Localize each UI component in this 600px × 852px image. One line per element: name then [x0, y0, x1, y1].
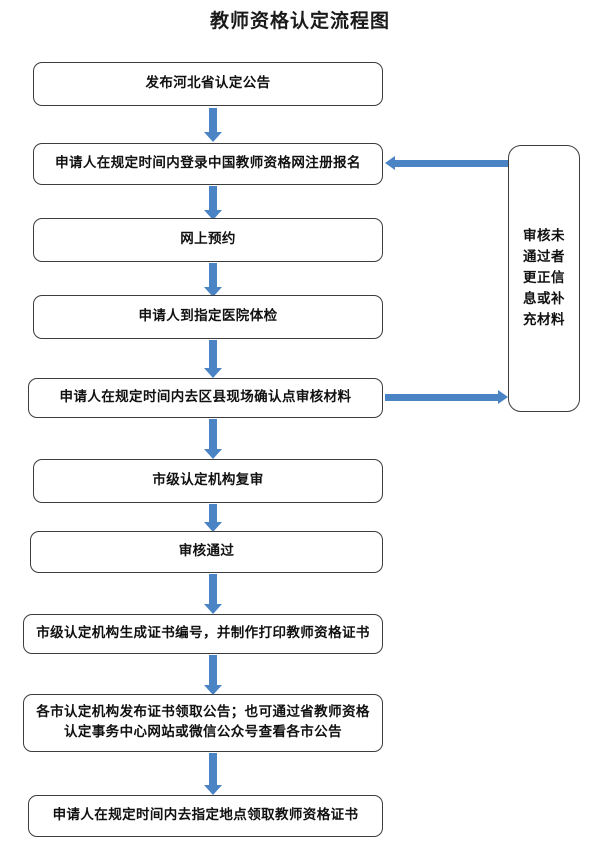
flow-node-label: 申请人到指定医院体检 [138, 308, 278, 325]
flow-node-onsite-material-review[interactable]: 申请人在规定时间内去区县现场确认点审核材料 [28, 378, 383, 418]
arrow-down-n6-n7 [204, 504, 222, 532]
flow-node-label: 各市认定机构发布证书领取公告；也可通过省教师资格 认定事务中心网站或微信公众号查… [36, 704, 370, 740]
flow-node-generate-certificate-number[interactable]: 市级认定机构生成证书编号，并制作打印教师资格证书 [23, 614, 383, 654]
arrow-down-n4-n5 [204, 340, 222, 378]
flow-node-label: 发布河北省认定公告 [145, 75, 271, 92]
flow-node-label: 市级认定机构复审 [152, 472, 264, 489]
flow-node-collect-certificate[interactable]: 申请人在规定时间内去指定地点领取教师资格证书 [28, 795, 383, 837]
flow-node-medical-exam[interactable]: 申请人到指定医院体检 [33, 295, 383, 339]
arrow-down-n3-n4 [204, 263, 222, 297]
flow-node-label: 市级认定机构生成证书编号，并制作打印教师资格证书 [36, 625, 370, 642]
arrow-right-n5-to-side [385, 390, 508, 405]
arrow-down-n5-n6 [204, 419, 222, 459]
flow-node-label: 审核通过 [178, 543, 235, 560]
flow-node-review-failed-correction[interactable]: 审核未通过者更正信息或补充材料 [508, 145, 580, 412]
arrow-down-n1-n2 [204, 108, 222, 142]
flow-node-municipal-reexamination[interactable]: 市级认定机构复审 [33, 459, 383, 503]
flow-node-online-appointment[interactable]: 网上预约 [33, 218, 383, 262]
flow-node-label: 申请人在规定时间内去区县现场确认点审核材料 [59, 389, 352, 406]
flow-node-publish-announcement[interactable]: 发布河北省认定公告 [33, 62, 383, 106]
flow-node-review-passed[interactable]: 审核通过 [30, 531, 383, 573]
flow-node-label: 申请人在规定时间内登录中国教师资格网注册报名 [55, 155, 361, 172]
page-title: 教师资格认定流程图 [209, 10, 390, 32]
arrow-down-n9-n10 [204, 753, 222, 795]
flow-node-label: 申请人在规定时间内去指定地点领取教师资格证书 [52, 807, 359, 824]
flow-node-certificate-pickup-announcement[interactable]: 各市认定机构发布证书领取公告；也可通过省教师资格 认定事务中心网站或微信公众号查… [23, 694, 383, 752]
flow-node-label: 审核未通过者更正信息或补充材料 [522, 228, 565, 328]
arrow-down-n8-n9 [204, 655, 222, 695]
flow-node-label: 网上预约 [180, 231, 236, 248]
arrow-down-n7-n8 [204, 574, 222, 614]
flow-node-register-online[interactable]: 申请人在规定时间内登录中国教师资格网注册报名 [33, 143, 383, 185]
arrow-left-side-to-n2 [385, 156, 508, 171]
arrow-down-n2-n3 [204, 186, 222, 220]
